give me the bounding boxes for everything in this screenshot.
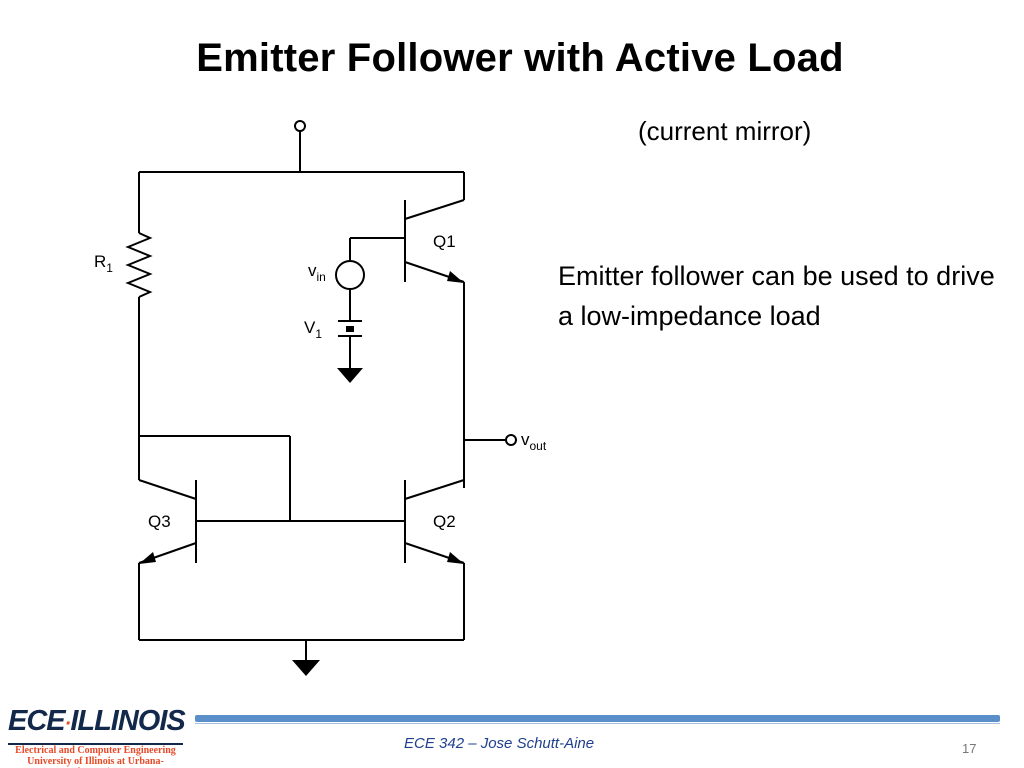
ground-symbol-source xyxy=(337,368,363,383)
v1-label: V1 xyxy=(304,318,322,341)
q2-emitter-arrow xyxy=(447,552,464,564)
v1-subscript: 1 xyxy=(315,327,322,341)
vin-label: vin xyxy=(308,261,326,284)
output-terminal xyxy=(505,434,517,446)
logo-wordmark: ECE·ILLINOIS xyxy=(8,705,186,737)
slide-subtitle: (current mirror) xyxy=(638,116,812,146)
slide-title: Emitter Follower with Active Load xyxy=(196,36,844,80)
logo-department-line: Electrical and Computer Engineering xyxy=(15,745,176,756)
q3-emitter-arrow xyxy=(139,552,156,564)
footer-accent-line xyxy=(195,723,1000,724)
q3-label: Q3 xyxy=(148,512,171,531)
battery-v1-short xyxy=(346,326,354,332)
q2-label: Q2 xyxy=(433,512,456,531)
ground-symbol-bottom xyxy=(292,660,320,676)
supply-terminal xyxy=(294,120,306,132)
page-number: 17 xyxy=(962,741,977,756)
vin-subscript: in xyxy=(317,270,326,284)
footer-course-text: ECE 342 – Jose Schutt-Aine xyxy=(404,735,595,752)
vout-label: vout xyxy=(521,430,547,453)
footer-accent-bar xyxy=(195,715,1000,722)
q1-emitter-arrow xyxy=(447,271,464,283)
circuit-diagram: R1 vin V1 Q1 Q2 Q3 vout xyxy=(94,120,547,676)
logo-university-line: University of Illinois at Urbana-Champai… xyxy=(27,756,164,768)
resistor-r1 xyxy=(125,232,153,298)
ece-illinois-logo: ECE·ILLINOIS Electrical and Computer Eng… xyxy=(8,706,188,768)
r1-label: R1 xyxy=(94,252,113,275)
logo-divider xyxy=(8,743,183,745)
vout-subscript: out xyxy=(530,439,547,453)
r1-subscript: 1 xyxy=(106,261,113,275)
body-text: Emitter follower can be used to drive a … xyxy=(558,261,995,331)
q1-label: Q1 xyxy=(433,232,456,251)
vin-source xyxy=(335,260,365,290)
